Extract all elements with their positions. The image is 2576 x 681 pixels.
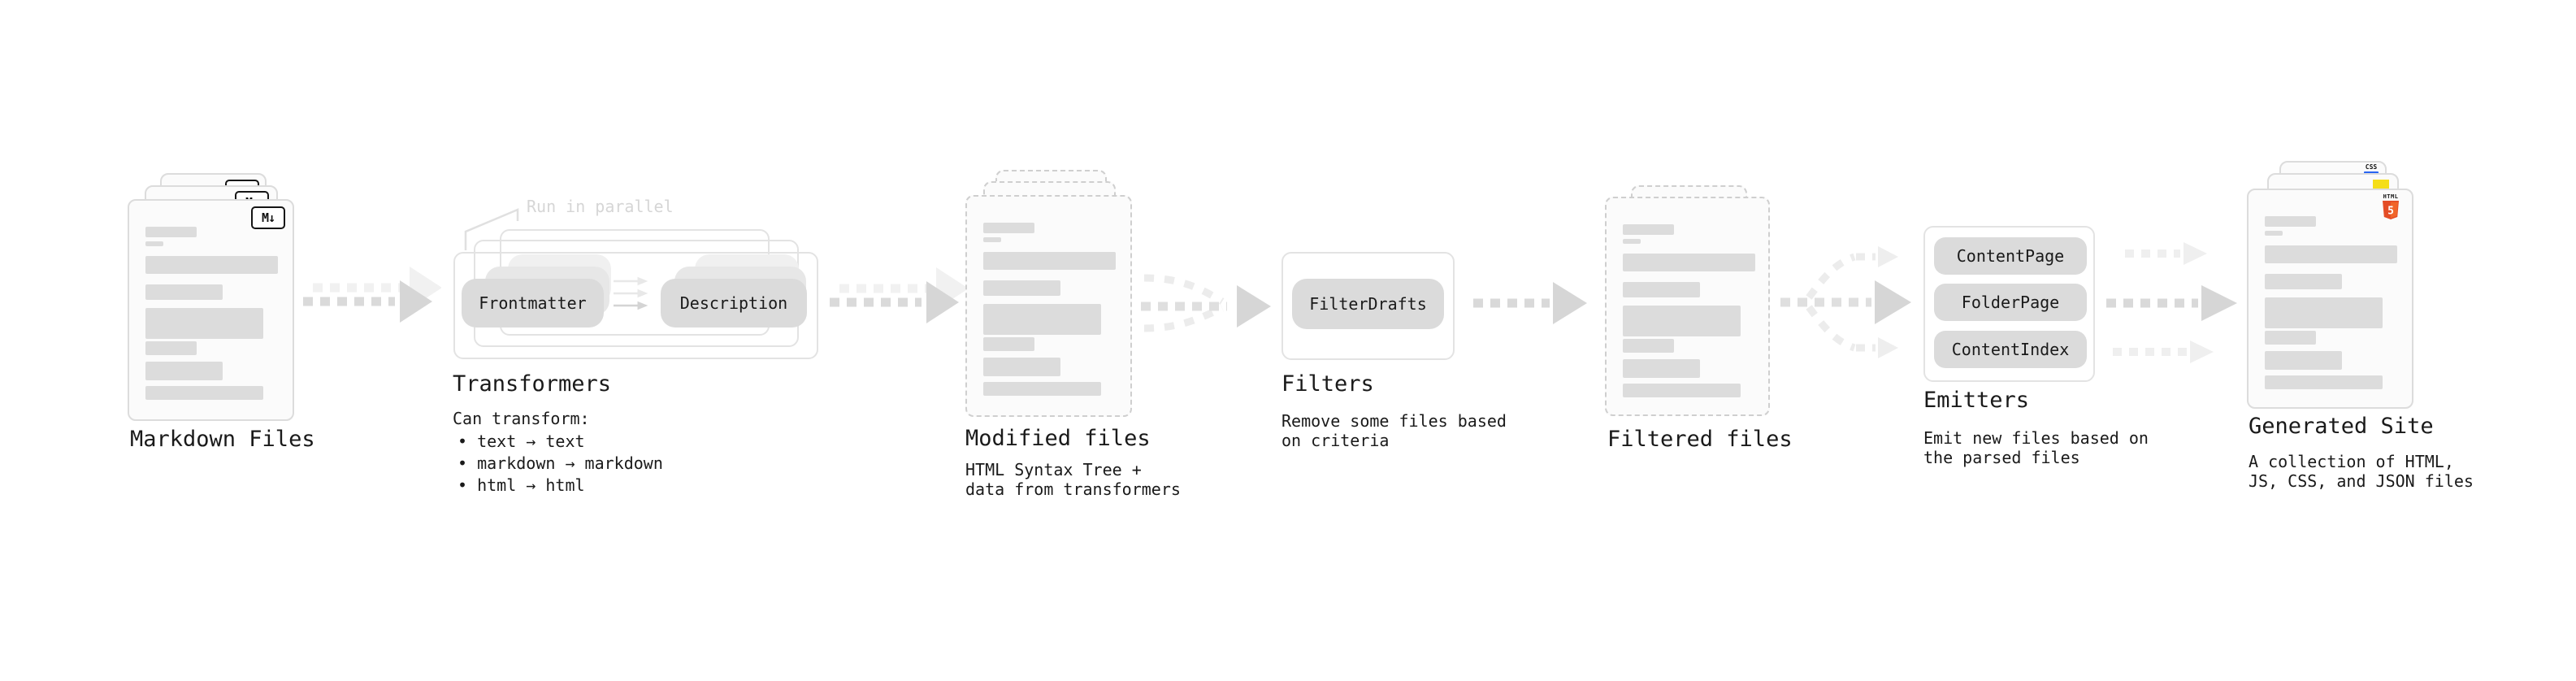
skeleton-line: [983, 358, 1060, 376]
file-card-front: [965, 195, 1132, 417]
filtered-files-label: Filtered files: [1607, 427, 1793, 452]
html5-icon: HTML 5: [2382, 193, 2400, 221]
skeleton-line: [1623, 254, 1755, 271]
transformers-label: Transformers: [453, 371, 612, 397]
arrow-modified-to-filters: [1141, 274, 1271, 332]
emitters-box: [1923, 226, 2095, 382]
pill-description: Description: [661, 279, 807, 327]
skeleton-line: [145, 341, 197, 355]
modified-files-label: Modified files: [965, 426, 1151, 451]
html5-icon-text: HTML: [2383, 193, 2399, 200]
arrow-filtered-to-emitters: [1780, 246, 1911, 358]
arrow-transformers-to-modified: [830, 267, 968, 323]
skeleton-line: [2265, 351, 2342, 370]
doc-skeleton: [983, 223, 1117, 397]
filters-label: Filters: [1281, 371, 1374, 397]
skeleton-line: [2265, 375, 2383, 389]
arrow-filters-to-filtered: [1473, 282, 1587, 324]
pill-folderpage: FolderPage: [1934, 284, 2087, 321]
bullet-item: • markdown → markdown: [458, 453, 663, 473]
css-icon-text: CSS: [2365, 163, 2378, 171]
pill-frontmatter: Frontmatter: [462, 279, 604, 327]
skeleton-line: [1623, 239, 1641, 244]
skeleton-line: [1623, 306, 1741, 336]
bullet-item: • html → html: [458, 475, 585, 495]
pill-filterdrafts: FilterDrafts: [1292, 279, 1444, 329]
pill-contentpage: ContentPage: [1934, 237, 2087, 275]
skeleton-line: [2265, 216, 2316, 227]
skeleton-line: [1623, 384, 1741, 397]
js-icon: [2373, 180, 2389, 189]
skeleton-line: [145, 362, 223, 380]
markdown-files-label: Markdown Files: [130, 427, 315, 452]
skeleton-line: [983, 304, 1101, 335]
arrow-emitters-to-generated: [2106, 242, 2237, 363]
skeleton-line: [145, 386, 263, 400]
generated-site-label: Generated Site: [2249, 414, 2434, 439]
skeleton-line: [983, 280, 1060, 296]
css-icon: CSS: [2364, 164, 2379, 174]
emitters-label: Emitters: [1923, 388, 2030, 413]
transformers-box-front: [453, 252, 818, 359]
pill-contentindex: ContentIndex: [1934, 331, 2087, 368]
skeleton-line: [2265, 274, 2342, 289]
skeleton-line: [1623, 359, 1700, 378]
skeleton-line: [145, 308, 263, 339]
skeleton-line: [983, 337, 1034, 351]
run-in-parallel-annotation: Run in parallel: [527, 197, 674, 216]
skeleton-line: [145, 284, 223, 300]
skeleton-line: [2265, 297, 2383, 328]
skeleton-line: [1623, 282, 1700, 297]
doc-skeleton: [1623, 224, 1757, 399]
skeleton-line: [145, 227, 197, 237]
generated-site-note: A collection of HTML, JS, CSS, and JSON …: [2249, 452, 2474, 491]
filters-note: Remove some files based on criteria: [1281, 411, 1507, 450]
transformers-note-title: Can transform:: [453, 409, 590, 428]
skeleton-line: [1623, 339, 1674, 353]
transformers-bullets: • text → text • markdown → markdown • ht…: [458, 431, 663, 497]
skeleton-line: [983, 382, 1101, 396]
filters-box: [1281, 252, 1455, 360]
markdown-icon: M↓: [251, 206, 285, 229]
skeleton-line: [145, 241, 163, 246]
file-card-front: HTML 5: [2247, 189, 2413, 409]
css-icon-bar: [2364, 171, 2379, 174]
leader-line: [464, 208, 519, 250]
html5-number: 5: [2387, 206, 2394, 218]
skeleton-line: [1623, 224, 1674, 235]
doc-skeleton: [145, 227, 280, 401]
parallel-mini-arrows: [614, 276, 648, 310]
modified-files-note: HTML Syntax Tree + data from transformer…: [965, 460, 1181, 499]
skeleton-line: [2265, 331, 2316, 345]
emitters-note: Emit new files based on the parsed files: [1923, 428, 2149, 467]
arrow-markdown-to-transformers: [303, 267, 441, 323]
skeleton-line: [983, 223, 1034, 233]
bullet-item: • text → text: [458, 432, 585, 451]
skeleton-line: [145, 256, 278, 274]
file-card-front: M↓: [128, 199, 294, 421]
skeleton-line: [2265, 231, 2283, 236]
file-card-front: [1605, 197, 1770, 416]
html5-shield: 5: [2383, 201, 2399, 219]
skeleton-line: [2265, 245, 2397, 263]
doc-skeleton: [2265, 216, 2399, 391]
skeleton-line: [983, 237, 1001, 242]
skeleton-line: [983, 252, 1116, 270]
